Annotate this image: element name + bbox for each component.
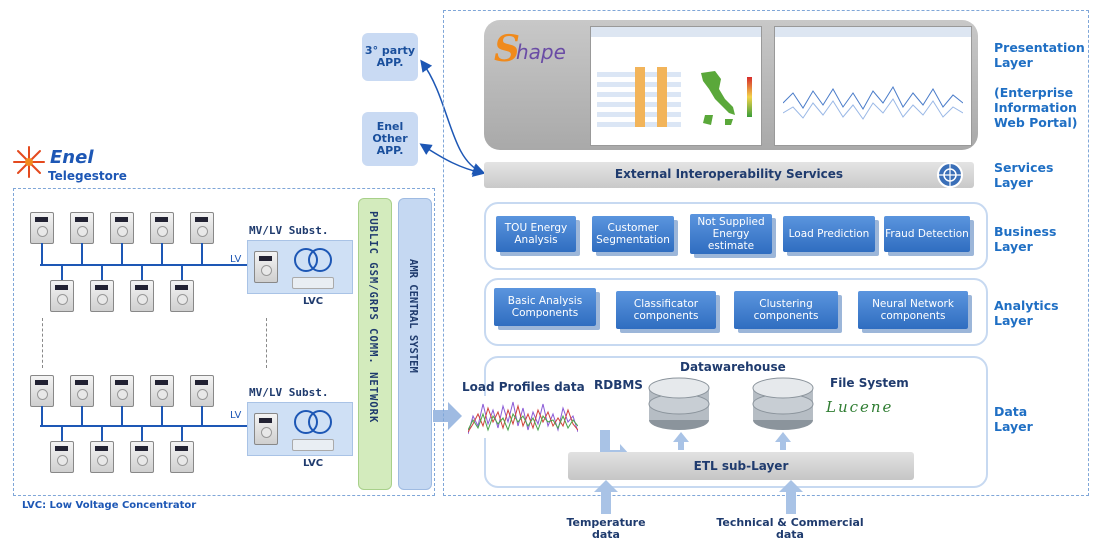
footnote: LVC: Low Voltage Concentrator — [22, 500, 197, 511]
file-system-database-icon — [752, 377, 814, 430]
data-layer-label: Data Layer — [994, 404, 1033, 434]
load-profiles-chart — [467, 396, 579, 438]
transformer-icon — [294, 248, 332, 272]
dashed-connector — [42, 318, 43, 368]
analytics-item-clustering: Clustering components — [734, 291, 838, 329]
amr-system-label: AMR CENTRAL SYSTEM — [407, 259, 419, 373]
datawarehouse-label: Datawarehouse — [680, 360, 786, 374]
substation-label: MV/LV Subst. — [249, 386, 329, 399]
temperature-label: Temperature data — [566, 516, 646, 541]
gsm-network-label: PUBLIC GSM/GRPS COMM. NETWORK — [367, 211, 379, 424]
lv-bus-line — [40, 425, 265, 427]
portal-screenshot-table — [590, 26, 762, 146]
presentation-layer-label: Presentation Layer (Enterprise Informati… — [994, 40, 1085, 130]
brand-name: Enel — [50, 147, 94, 168]
meter — [130, 441, 154, 473]
services-label: External Interoperability Services — [614, 167, 844, 181]
meter — [30, 212, 54, 244]
meter — [70, 375, 94, 407]
amr-system-bar: AMR CENTRAL SYSTEM — [398, 198, 432, 490]
meter — [50, 280, 74, 312]
etl-label: ETL sub-Layer — [693, 459, 789, 473]
load-profiles-label: Load Profiles data — [462, 380, 585, 394]
file-system-label: File System — [830, 376, 909, 390]
meter — [30, 375, 54, 407]
portal-screenshot-chart — [774, 26, 972, 146]
substation-label: MV/LV Subst. — [249, 224, 329, 237]
analytics-item-classificator: Classificator components — [616, 291, 716, 329]
business-item-load-prediction: Load Prediction — [783, 216, 875, 252]
architecture-frame — [443, 10, 1089, 496]
gsm-network-bar: PUBLIC GSM/GRPS COMM. NETWORK — [358, 198, 392, 490]
business-layer-label: Business Layer — [994, 224, 1057, 254]
transformer-icon — [294, 410, 332, 434]
telegestore-frame — [13, 188, 435, 496]
analytics-layer-label: Analytics Layer — [994, 298, 1059, 328]
dashed-connector — [266, 318, 267, 368]
etl-bar: ETL sub-Layer — [568, 452, 914, 480]
meter — [254, 251, 278, 283]
meter — [90, 441, 114, 473]
meter — [70, 212, 94, 244]
services-layer-label: Services Layer — [994, 160, 1054, 190]
globe-icon — [937, 162, 963, 188]
meter — [150, 375, 174, 407]
meter — [190, 375, 214, 407]
meter — [50, 441, 74, 473]
lvc-label: LVC — [303, 458, 324, 469]
lvc-device — [292, 439, 334, 451]
technical-arrow — [779, 480, 803, 514]
enel-other-app: Enel Other APP. — [362, 112, 418, 166]
temperature-arrow — [594, 480, 618, 514]
meter — [110, 375, 134, 407]
up-arrow-icon — [775, 432, 791, 442]
business-item-not-supplied: Not Supplied Energy estimate — [690, 214, 772, 254]
lv-bus-line — [40, 264, 265, 266]
business-item-fraud: Fraud Detection — [884, 216, 970, 252]
rdbms-database-icon — [648, 377, 710, 430]
meter — [254, 413, 278, 445]
meter — [130, 280, 154, 312]
lvc-label: LVC — [303, 296, 324, 307]
business-item-tou: TOU Energy Analysis — [496, 216, 576, 252]
sunburst-icon — [13, 146, 45, 178]
presentation-panel: S hape — [484, 20, 978, 150]
business-item-segmentation: Customer Segmentation — [592, 216, 674, 252]
meter — [170, 441, 194, 473]
shape-logo-text: hape — [516, 40, 566, 64]
meter — [190, 212, 214, 244]
analytics-item-basic: Basic Analysis Components — [494, 288, 596, 326]
lv-label: LV — [230, 254, 242, 265]
meter — [150, 212, 174, 244]
substation-bottom: MV/LV Subst. LVC — [245, 386, 353, 470]
shape-logo-s: S — [494, 28, 520, 70]
brand-subtitle: Telegestore — [48, 169, 127, 183]
lvc-device — [292, 277, 334, 289]
meter — [90, 280, 114, 312]
services-bar: External Interoperability Services — [484, 162, 974, 188]
shape-logo: S hape — [494, 28, 584, 82]
meter — [110, 212, 134, 244]
lv-label: LV — [230, 410, 242, 421]
rdbms-label: RDBMS — [594, 378, 643, 392]
italy-map — [695, 69, 739, 131]
meter — [170, 280, 194, 312]
third-party-app: 3° party APP. — [362, 33, 418, 81]
analytics-item-neural: Neural Network components — [858, 291, 968, 329]
technical-label: Technical & Commercial data — [716, 516, 864, 541]
up-arrow-icon — [673, 432, 689, 442]
lucene-logo: Lucene — [826, 398, 894, 416]
enel-logo: Enel Telegestore — [12, 145, 162, 185]
substation-top: MV/LV Subst. LVC — [245, 224, 353, 308]
